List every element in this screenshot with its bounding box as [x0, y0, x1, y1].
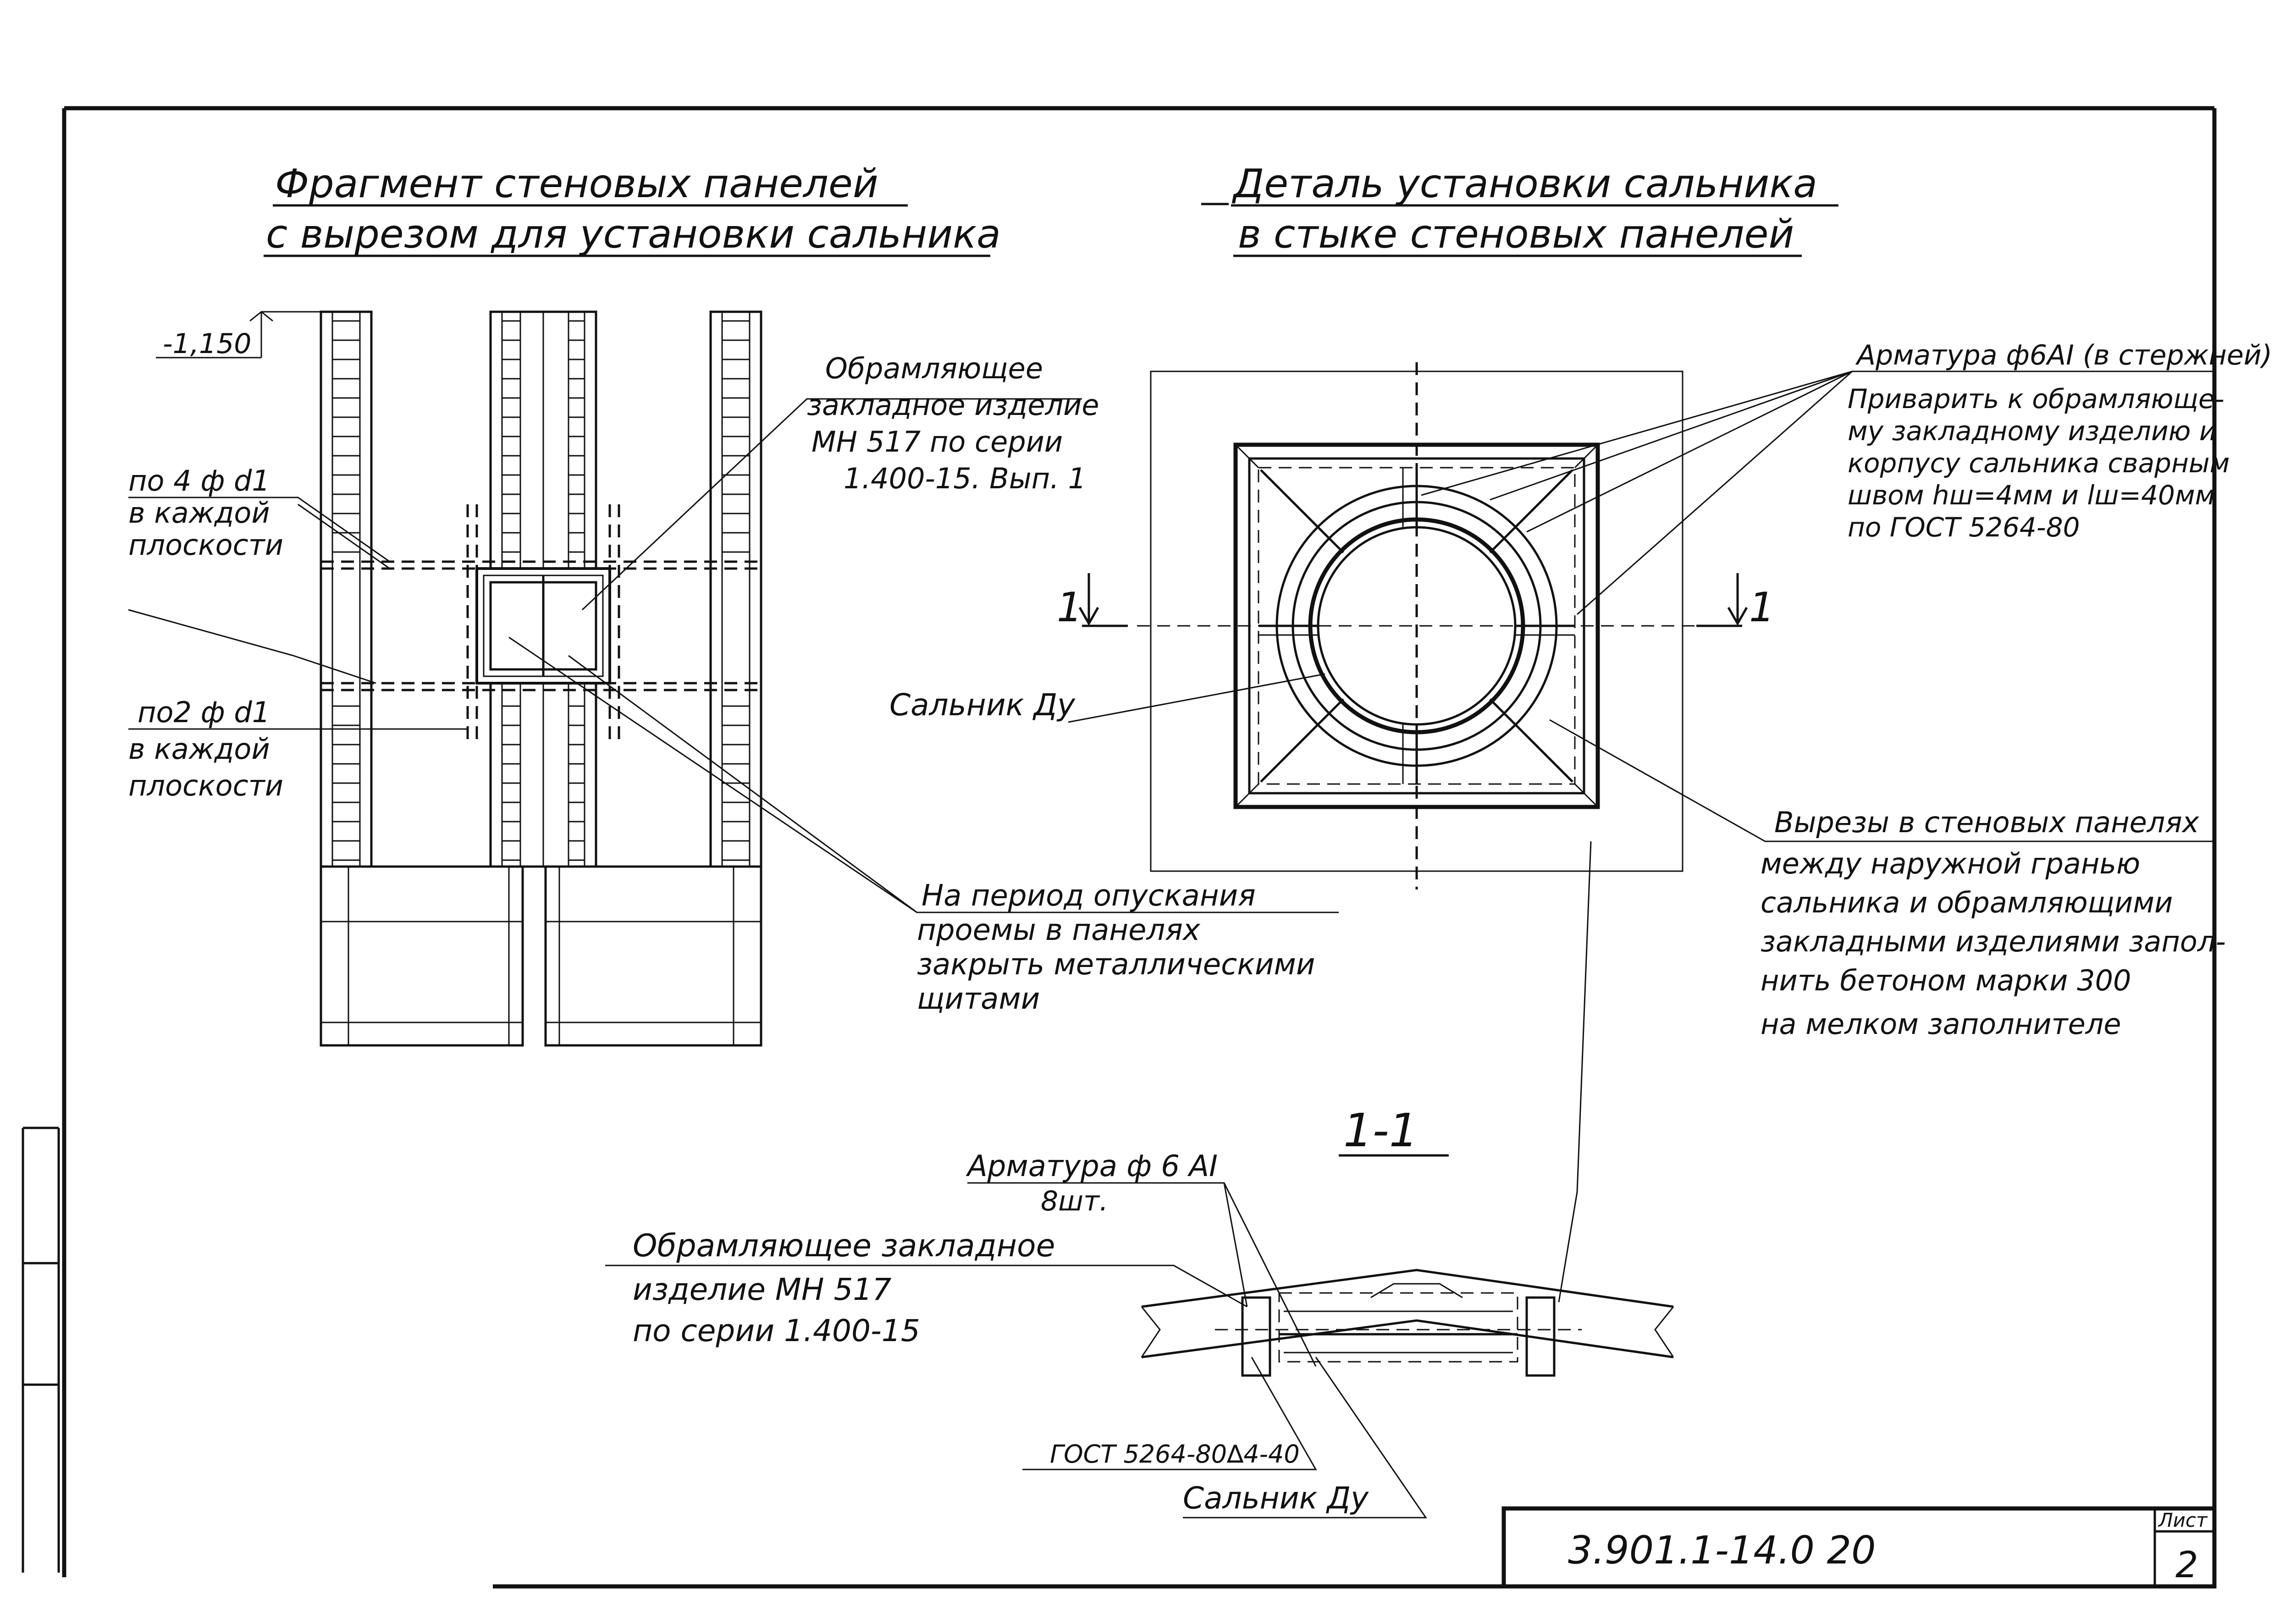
section-label-gost: ГОСТ 5264-80∆4-40	[1050, 1440, 1300, 1469]
section-label-rebar-line2: 8шт.	[1041, 1185, 1108, 1217]
rebar-ties	[1258, 468, 1575, 784]
panel-lower	[320, 865, 762, 1047]
left-title-line1: Фрагмент стеновых панелей	[275, 161, 878, 207]
section-label-insert-line2: изделие МН 517	[633, 1272, 891, 1307]
label-weld-note-line3: корпусу сальника сварным	[1848, 447, 2230, 479]
section-mark-left: 1	[1057, 573, 1128, 631]
label-rebar-right: Арматура ф6АI (в стержней)	[1855, 339, 2272, 371]
left-leaders	[128, 398, 1339, 913]
label-cut-note-line3: сальника и обрамляющими	[1761, 886, 2173, 919]
label-rebar-2-line3: плоскости	[128, 769, 283, 802]
right-leaders	[1068, 370, 2214, 842]
label-frame-insert-line2: закладное изделие	[807, 388, 1099, 422]
sheet-label: Лист	[2158, 1509, 2208, 1531]
label-cut-note-line4: закладными изделиями запол-	[1761, 925, 2226, 958]
label-weld-note-line4: швом hш=4мм и lш=40мм	[1848, 480, 2215, 511]
section-mark-right: 1	[1696, 573, 1775, 631]
elevation-mark-text: -1,150	[163, 328, 251, 360]
label-cut-note: Вырезы в стеновых панелях между наружной…	[1761, 806, 2226, 1041]
panel-stirrups	[332, 320, 750, 861]
label-cut-note-line1: Вырезы в стеновых панелях	[1774, 806, 2200, 839]
label-frame-insert-line4: 1.400-15. Вып. 1	[844, 462, 1086, 495]
label-frame-insert-line1: Обрамляющее	[825, 352, 1043, 385]
label-cut-note-line2: между наружной гранью	[1761, 847, 2140, 880]
label-period-note-line1: На период опускания	[922, 879, 1256, 913]
gland-detail-view: 1 1 Арматура ф6АI (в стержней) Приварить…	[889, 339, 2272, 1041]
label-rebar-4: по 4 ф d1 в каждой плоскости	[128, 464, 283, 562]
label-rebar-4-line1: по 4 ф d1	[128, 464, 270, 497]
section-label-insert-line3: по серии 1.400-15	[633, 1313, 920, 1348]
label-weld-note-line5: по ГОСТ 5264-80	[1848, 512, 2080, 543]
section-label-insert-line1: Обрамляющее закладное	[633, 1228, 1055, 1264]
label-cut-note-line6: на мелком заполнителе	[1761, 1007, 2121, 1041]
label-period-note: На период опускания проемы в панелях зак…	[917, 879, 1315, 1016]
sheet-number: 2	[2175, 1545, 2198, 1586]
label-weld-note-line1: Приварить к обрамляюще-	[1848, 383, 2224, 414]
label-gland-right-text: Сальник Ду	[889, 687, 1076, 723]
label-frame-insert-line3: МН 517 по серии	[811, 425, 1063, 458]
section-label-gost-text: ГОСТ 5264-80∆4-40	[1050, 1440, 1300, 1469]
label-gland-right: Сальник Ду	[889, 687, 1076, 723]
section-label-insert: Обрамляющее закладное изделие МН 517 по …	[633, 1228, 1055, 1348]
title-block-code: 3.901.1-14.0 20	[1568, 1528, 1876, 1573]
label-weld-note: Приварить к обрамляюще- му закладному из…	[1848, 383, 2230, 543]
section-title: 1-1	[1343, 1104, 1418, 1157]
label-rebar-right-text: Арматура ф6АI (в стержней)	[1855, 339, 2272, 371]
left-title: Фрагмент стеновых панелей с вырезом для …	[264, 161, 1001, 257]
section-mark-right-number: 1	[1749, 584, 1775, 631]
label-frame-insert: Обрамляющее закладное изделие МН 517 по …	[807, 352, 1099, 495]
label-cut-note-line5: нить бетоном марки 300	[1761, 964, 2131, 997]
section-label-gland-text: Сальник Ду	[1183, 1480, 1369, 1516]
left-title-line2: с вырезом для установки сальника	[266, 211, 1001, 257]
section-leaders	[605, 841, 1592, 1519]
section-label-rebar-line1: Арматура ф 6 АI	[966, 1149, 1218, 1183]
section-label-rebar: Арматура ф 6 АI 8шт.	[966, 1149, 1218, 1217]
right-title-line1: Деталь установки сальника	[1231, 161, 1817, 207]
label-rebar-2-line2: в каждой	[128, 732, 270, 766]
title-block: 3.901.1-14.0 20 Лист 2	[1501, 1506, 2217, 1589]
elevation-mark: -1,150	[156, 311, 321, 360]
label-rebar-2: по2 ф d1 в каждой плоскости	[128, 696, 283, 802]
wall-panels-view: -1,150	[128, 310, 1339, 1047]
right-title: Деталь установки сальника в стыке стенов…	[1201, 161, 1838, 257]
label-period-note-line3: закрыть металлическими	[917, 948, 1315, 982]
label-rebar-4-line2: в каждой	[128, 496, 270, 530]
section-1-1-view: 1-1 Арматура ф 6 АI 8шт. Обрамля	[605, 841, 1674, 1519]
label-period-note-line2: проемы в панелях	[917, 913, 1201, 947]
label-weld-note-line2: му закладному изделию и	[1848, 415, 2217, 447]
panel-opening	[475, 567, 611, 685]
right-title-line2: в стыке стеновых панелей	[1238, 211, 1794, 257]
section-mark-left-number: 1	[1057, 584, 1082, 631]
label-period-note-line4: щитами	[917, 982, 1040, 1016]
rebar-dashed-bands	[321, 504, 761, 743]
section-label-gland: Сальник Ду	[1183, 1480, 1369, 1516]
label-rebar-4-line3: плоскости	[128, 528, 283, 562]
label-rebar-2-line1: по2 ф d1	[138, 696, 270, 729]
